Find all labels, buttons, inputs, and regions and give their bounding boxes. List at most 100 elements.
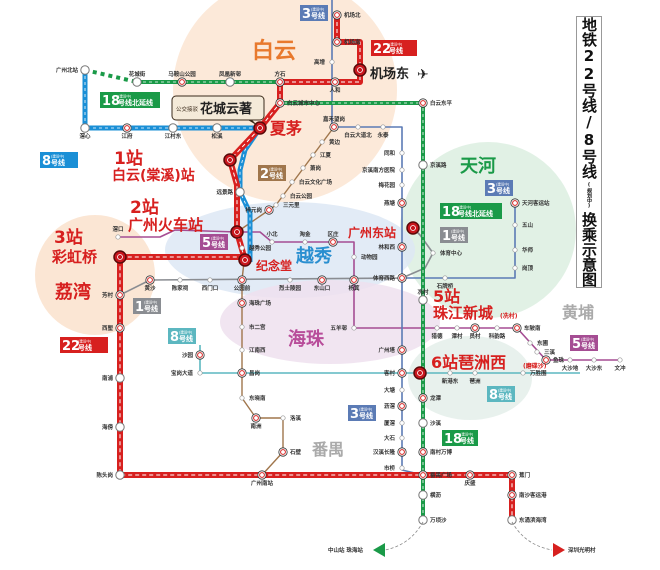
station-sq[interactable]: 市桥 (384, 464, 405, 472)
station-sxs[interactable]: 沙溪 (418, 418, 442, 428)
station-bygy[interactable]: 白云公园 (280, 192, 313, 200)
station-xg[interactable]: 萧岗 (300, 164, 322, 172)
station-kc[interactable]: 客村 (383, 368, 407, 378)
station-xb[interactable]: 小北 (266, 230, 278, 245)
station-jk[interactable]: 滘口 (112, 225, 124, 240)
station-jf[interactable]: 江府 (121, 123, 133, 140)
station-hxcl[interactable]: 汉溪长隆 (373, 447, 407, 457)
station-np[interactable]: 南浦 (102, 373, 125, 383)
station-tc[interactable]: 潭村 (451, 325, 463, 340)
station-syl[interactable]: 三元里 (273, 201, 300, 209)
station-ws[interactable]: 五山 (512, 221, 534, 229)
station-jxnf[interactable]: 京溪南方医院 (362, 166, 405, 174)
station-dybhw[interactable]: 东涌滨海湾 (507, 515, 547, 525)
station-gzt[interactable]: 广州塔 (378, 345, 407, 355)
station-thkyz[interactable]: 天河客运站 (510, 198, 550, 208)
station-lsly[interactable]: 烈士陵园 (279, 277, 302, 292)
station-jx[interactable]: 滘心 (79, 123, 91, 140)
station-nskyg[interactable]: 南沙客运港 (507, 490, 547, 500)
station-jxia[interactable]: 江夏 (310, 151, 332, 159)
station-ld[interactable]: 猎德 (431, 325, 443, 340)
station-dwy[interactable]: 动物园 (351, 253, 378, 261)
station-xj[interactable]: 厦滘 (384, 419, 405, 427)
station-nz[interactable]: 南洲 (250, 413, 262, 430)
station-txl[interactable]: 体育西路 (373, 273, 407, 283)
station-yxgy[interactable]: 越秀公园 (239, 244, 272, 252)
station-jnx[interactable]: 江南西 (239, 346, 266, 354)
station-tyzx[interactable]: 体育中心 (430, 249, 463, 257)
station-xmk[interactable]: 西门口 (202, 277, 219, 292)
project-badge[interactable]: 公交接驳 花城云著 (171, 95, 265, 126)
station-dt[interactable]: 大塘 (384, 386, 405, 394)
station-wsw[interactable]: 万胜围 (520, 369, 547, 377)
station-xl[interactable]: 西塱 (102, 323, 125, 333)
station-tj[interactable]: 淘金 (299, 230, 311, 245)
station-hzgc[interactable]: 海珠广场 (237, 298, 272, 308)
station-ctg[interactable]: 陈头岗 (96, 470, 125, 480)
station-lt[interactable]: 龙潭 (418, 393, 442, 403)
station-hp[interactable]: 海傍 (102, 422, 125, 432)
station-kyl[interactable]: 科韵路 (489, 325, 506, 340)
station-wyc[interactable]: 五羊邨 (330, 324, 357, 332)
major-station[interactable] (223, 153, 237, 167)
major-station[interactable] (406, 221, 420, 235)
station-sxi[interactable]: 松溪 (211, 123, 223, 140)
major-station[interactable] (230, 225, 244, 239)
station-dsk[interactable]: 东山口 (314, 275, 331, 292)
station-masgy[interactable]: 马鞍山公园 (168, 70, 196, 87)
station-lx[interactable]: 洛溪 (280, 414, 302, 422)
major-station[interactable] (353, 63, 367, 77)
station-lhx[interactable]: 林和西 (378, 242, 407, 252)
station-pygc[interactable]: 番禺广场 (418, 470, 453, 480)
station-jcn[interactable]: 机场南 (332, 37, 361, 47)
major-station[interactable] (413, 366, 427, 380)
station-th[interactable]: 同和 (384, 149, 405, 157)
station-yz[interactable]: 鱼珠 (541, 355, 565, 365)
station-qz[interactable]: 区庄 (327, 230, 339, 247)
station-sy[interactable]: 沙园 (182, 350, 205, 360)
station-rh[interactable]: 人和 (329, 77, 341, 94)
station-ncwb[interactable]: 南村万博 (418, 447, 453, 457)
station-ds[interactable]: 大石 (384, 434, 405, 442)
station-yjl[interactable]: 远景路 (216, 187, 245, 197)
major-station[interactable] (238, 253, 252, 267)
station-hl[interactable]: 横沥 (418, 490, 442, 500)
station-bycsz[interactable]: 白云城市中心 (275, 98, 321, 108)
station-yt2[interactable]: 燕塘 (384, 198, 407, 208)
station-bywhgc[interactable]: 白云文化广场 (289, 178, 333, 186)
station-pz[interactable]: 琶洲 (469, 370, 481, 385)
station-dsd[interactable]: 大沙地 (562, 357, 579, 372)
station-dsdong[interactable]: 大沙东 (586, 357, 603, 372)
station-cbn[interactable]: 车陂南 (512, 323, 541, 333)
station-zyg[interactable]: 梓元岗 (245, 205, 274, 215)
station-qs[interactable]: 庆盛 (463, 470, 476, 487)
station-bgdd[interactable]: 宝岗大道 (171, 369, 203, 377)
station-wqs[interactable]: 万顷沙 (418, 515, 447, 525)
station-sxx[interactable]: 三溪 (534, 348, 556, 356)
station-gznz[interactable]: 广州南站 (251, 470, 274, 487)
station-dp[interactable]: 东圃 (527, 339, 549, 347)
station-yj[interactable]: 杨箕 (348, 275, 360, 292)
station-hb[interactable]: 黄边 (319, 138, 341, 146)
station-gzbz[interactable]: 广州北站 (56, 65, 90, 75)
station-fhxc[interactable]: 凤凰新邨 (219, 70, 242, 87)
station-jxl[interactable]: 京溪路 (418, 160, 447, 170)
station-bydbb[interactable]: 白云大道北 (344, 124, 372, 139)
station-dxn[interactable]: 东晓南 (239, 394, 266, 402)
station-cjc[interactable]: 陈家祠 (172, 277, 189, 292)
station-cg[interactable]: 昌岗 (237, 368, 261, 378)
station-wc[interactable]: 文冲 (614, 357, 626, 372)
station-yt[interactable]: 永泰 (376, 124, 389, 139)
station-sng[interactable]: 市二宫 (239, 323, 266, 331)
station-fc[interactable]: 芳村 (102, 290, 125, 300)
station-yc[interactable]: 员村 (469, 323, 481, 340)
station-jhwg[interactable]: 嘉禾望岗 (322, 115, 346, 132)
station-xgd[interactable]: 新港东 (442, 370, 459, 385)
station-lj[interactable]: 沥滘 (384, 401, 407, 411)
station-bydp[interactable]: 白云东平 (418, 98, 453, 108)
station-jm[interactable]: 蕉门 (507, 470, 531, 480)
station-gd[interactable]: 岗顶 (512, 264, 534, 272)
major-station[interactable] (113, 250, 127, 264)
station-sb[interactable]: 石壁 (278, 447, 302, 457)
station-jcdong[interactable]: 江村东 (165, 123, 182, 140)
